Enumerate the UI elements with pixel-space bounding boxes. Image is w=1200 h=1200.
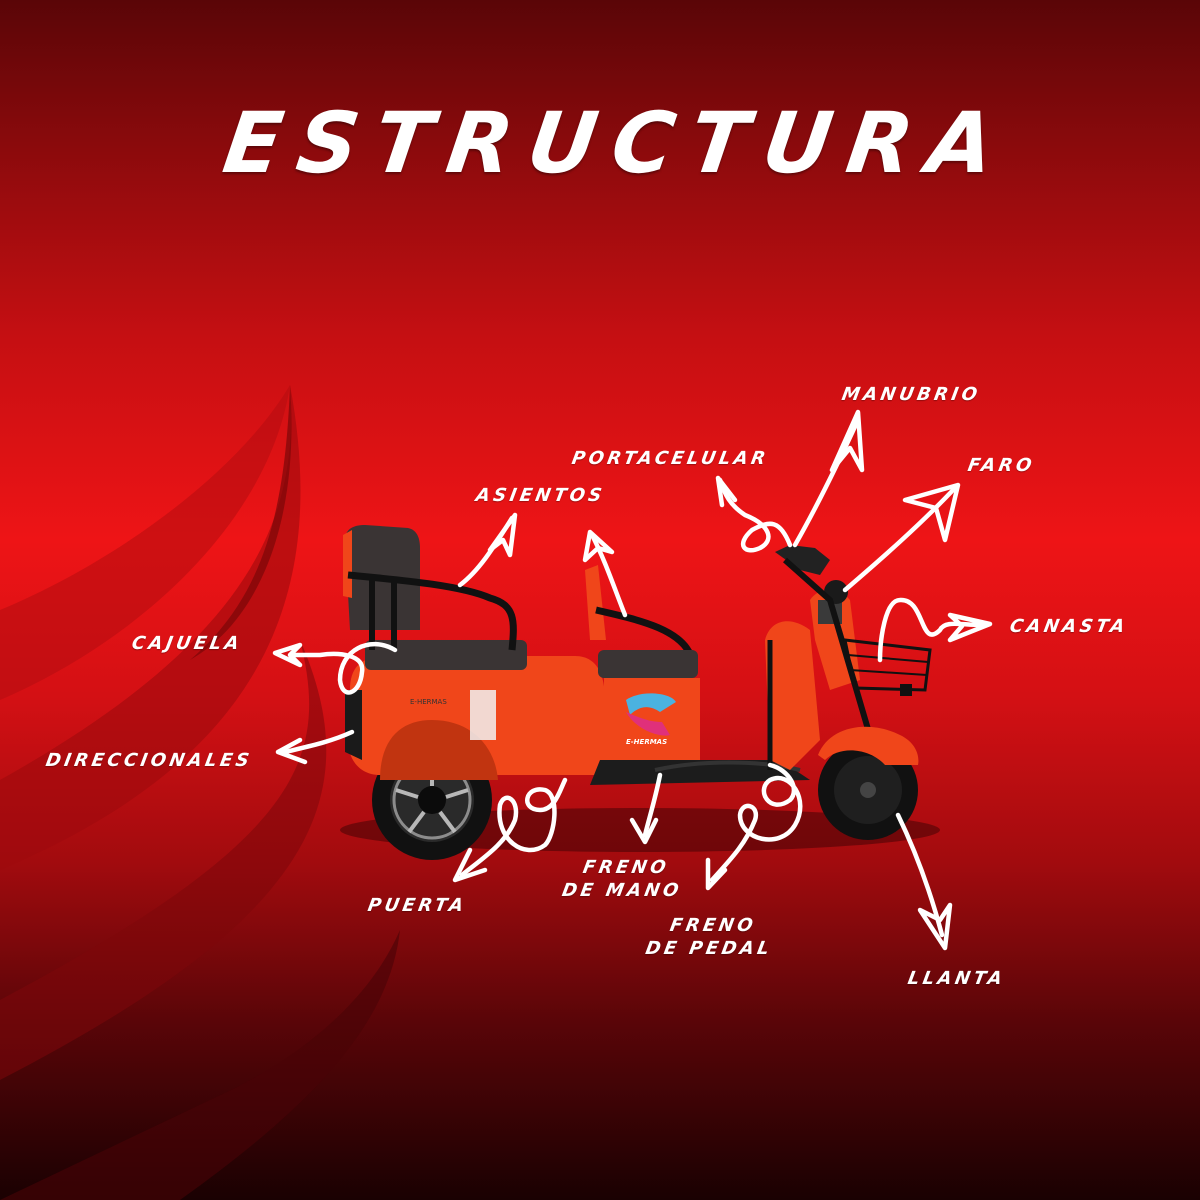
label-puerta: PUERTA	[366, 895, 469, 916]
label-canasta: CANASTA	[1008, 616, 1130, 637]
svg-text:E-HERMAS: E-HERMAS	[626, 738, 667, 746]
label-freno-de-mano-line1: FRENO	[581, 857, 671, 878]
label-llanta: LLANTA	[906, 968, 1008, 989]
label-faro: FARO	[966, 455, 1037, 476]
label-freno-de-mano-line2: DE MANO	[560, 880, 684, 901]
label-cajuela: CAJUELA	[130, 633, 244, 654]
label-portacelular: PORTACELULAR	[570, 448, 771, 469]
label-freno-de-pedal-line1: FRENO	[668, 915, 758, 936]
label-asientos: ASIENTOS	[474, 485, 607, 506]
label-freno-de-pedal-line2: DE PEDAL	[643, 938, 775, 959]
label-direccionales: DIRECCIONALES	[44, 750, 254, 771]
label-freno-de-pedal: FRENO DE PEDAL	[634, 914, 788, 960]
label-manubrio: MANUBRIO	[840, 384, 983, 405]
label-freno-de-mano: FRENO DE MANO	[552, 856, 696, 902]
svg-text:E-HERMAS: E-HERMAS	[410, 698, 447, 706]
